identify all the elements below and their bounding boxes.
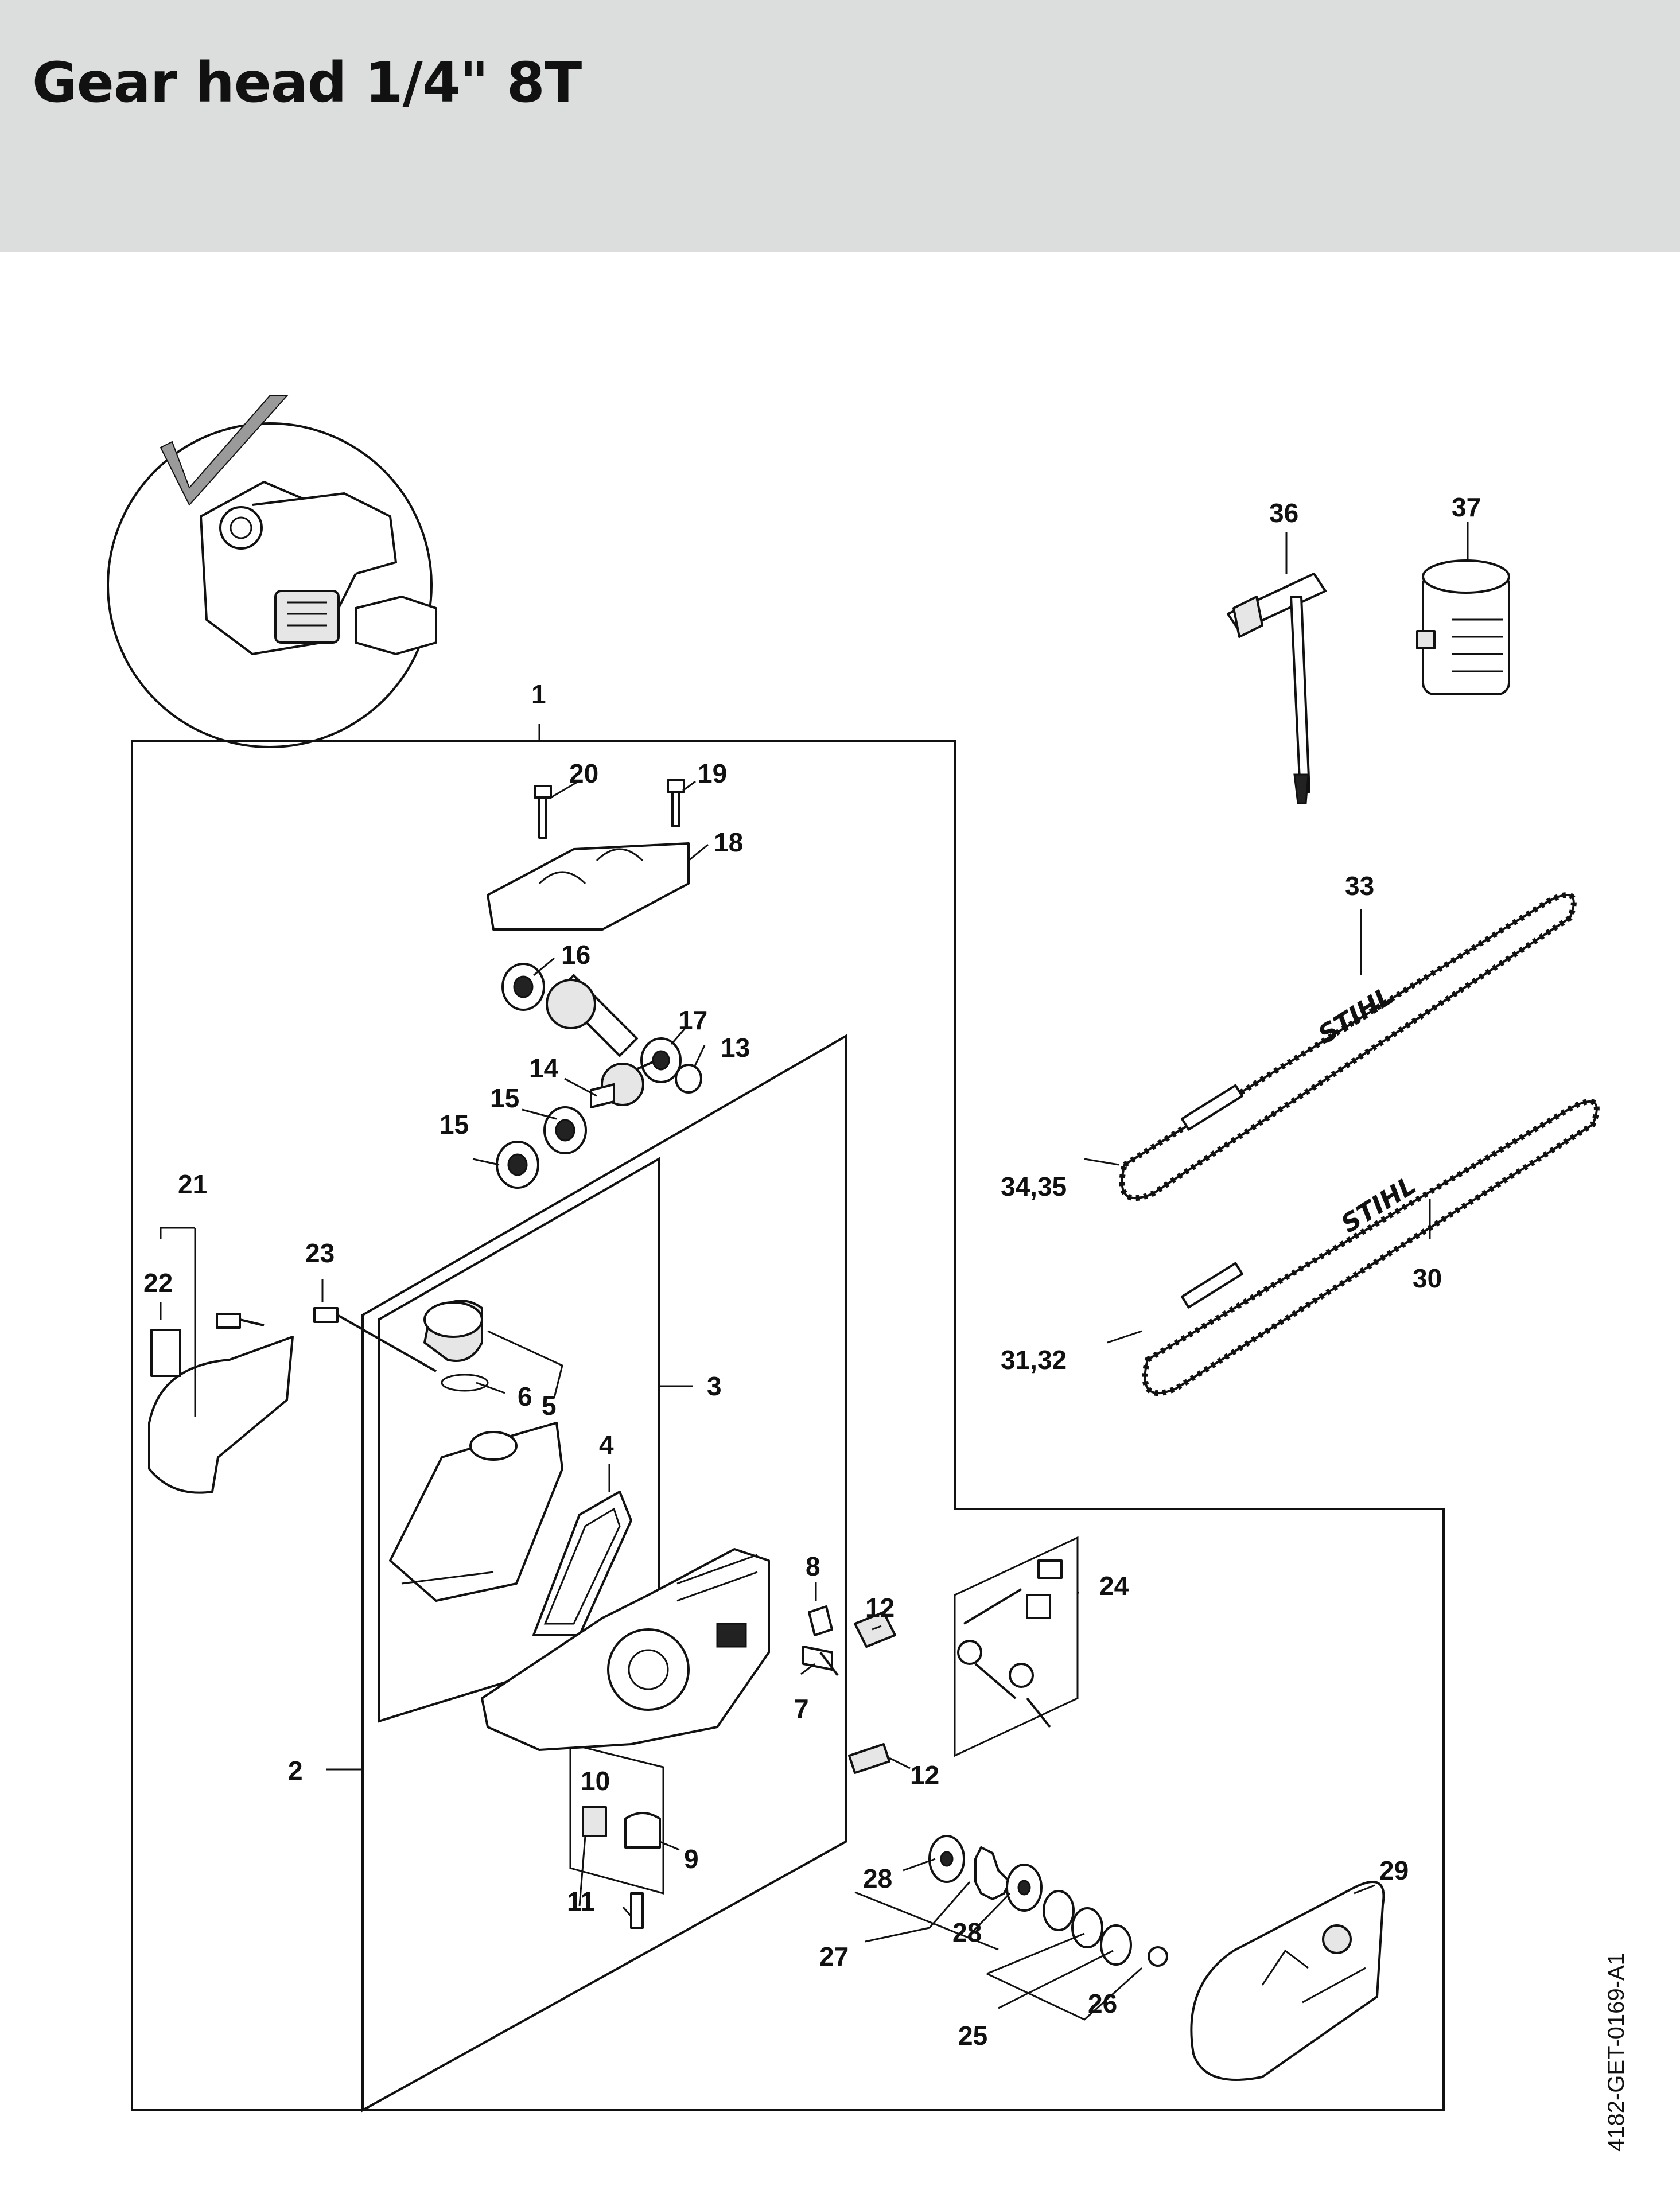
- callout-19: 19: [698, 758, 727, 788]
- callout-33: 33: [1345, 871, 1374, 901]
- callout-34-35: 34,35: [1001, 1172, 1067, 1201]
- wrench-icon: [1227, 573, 1327, 804]
- callout-25: 25: [958, 2021, 987, 2051]
- callout-23: 23: [305, 1238, 335, 1268]
- cover-part-21: [148, 1307, 437, 1494]
- document-reference: 4182-GET-0169-A1: [1604, 1952, 1629, 2152]
- sprocket-icon: [928, 1835, 1168, 1967]
- callout-13: 13: [721, 1033, 750, 1063]
- gear-housing-cover: [487, 842, 690, 931]
- callout-17: 17: [678, 1005, 707, 1035]
- callout-12a: 12: [865, 1593, 895, 1623]
- callout-28a: 28: [863, 1864, 892, 1893]
- callout-12b: 12: [910, 1760, 939, 1790]
- callout-16: 16: [561, 940, 590, 970]
- callout-36: 36: [1269, 498, 1298, 528]
- screw-icon: [534, 779, 685, 839]
- callout-28b: 28: [952, 1917, 982, 1947]
- callout-9: 9: [684, 1844, 699, 1874]
- callout-11: 11: [567, 1886, 595, 1916]
- chain-tensioner-24: [957, 1559, 1063, 1728]
- assembly-frame-1: [131, 740, 1445, 2111]
- callout-15b: 15: [440, 1110, 469, 1139]
- callout-6: 6: [518, 1382, 532, 1411]
- bearing-icon: [496, 963, 702, 1189]
- callout-15a: 15: [490, 1083, 519, 1113]
- callout-8: 8: [806, 1551, 820, 1581]
- sprocket-cover-29: [1190, 1881, 1385, 2081]
- callouts: 1 2 3 4 5 6 7 8 9 10 11 12 12 13 14 15 1…: [143, 492, 1481, 2051]
- callout-24: 24: [1099, 1571, 1129, 1601]
- callout-27: 27: [819, 1942, 849, 1971]
- callout-5: 5: [542, 1391, 557, 1421]
- callout-21: 21: [178, 1169, 207, 1199]
- assembly-frame-9: [569, 1743, 664, 1895]
- callout-10: 10: [581, 1766, 610, 1796]
- callout-26: 26: [1088, 1989, 1117, 2018]
- callout-4: 4: [599, 1430, 614, 1460]
- callout-31-32: 31,32: [1001, 1345, 1067, 1375]
- oil-tank-assembly: [389, 1300, 632, 1636]
- callout-37: 37: [1452, 492, 1481, 522]
- bevel-gear-shaft: [546, 974, 655, 1108]
- leader-lines: [160, 522, 1469, 2021]
- callout-20: 20: [569, 758, 598, 788]
- overview-inset: [107, 395, 437, 748]
- callout-7: 7: [794, 1694, 809, 1724]
- assembly-frame-2: [361, 1034, 847, 2113]
- callout-29: 29: [1379, 1855, 1409, 1885]
- callout-3: 3: [707, 1371, 722, 1401]
- assembly-frame-24: [954, 1536, 1079, 1757]
- page-title: Gear head 1/4" 8T: [32, 50, 582, 115]
- callout-2: 2: [288, 1756, 303, 1785]
- callout-22: 22: [143, 1268, 173, 1298]
- callout-18: 18: [714, 827, 743, 857]
- gear-case-2: [481, 1548, 770, 1751]
- grease-tube-icon: [1416, 559, 1510, 695]
- callout-30: 30: [1413, 1263, 1442, 1293]
- guide-bar-icon: STIHL: [1119, 892, 1577, 1201]
- callout-1: 1: [531, 679, 546, 709]
- header-band: Gear head 1/4" 8T: [0, 0, 1680, 252]
- callout-14: 14: [529, 1053, 559, 1083]
